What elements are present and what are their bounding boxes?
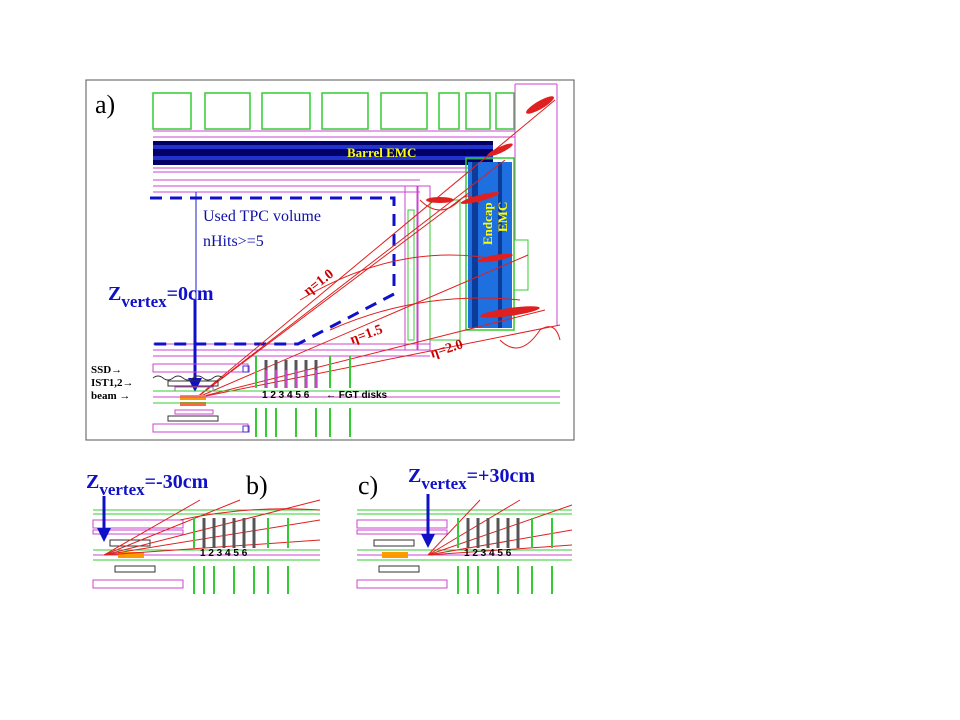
tracks-c xyxy=(427,499,573,556)
beam-pipe-a xyxy=(153,390,560,404)
zvertex-arrow-head-b xyxy=(97,528,111,542)
em-showers xyxy=(426,96,554,318)
fgt-numbers-c: 1 2 3 4 5 6 xyxy=(464,548,512,559)
fgt-numbers-b: 1 2 3 4 5 6 xyxy=(200,548,248,559)
zvertex-arrow-head-c xyxy=(421,534,435,548)
vertex-region-c xyxy=(382,552,408,558)
panel-a-label: a) xyxy=(95,90,115,119)
endcap-label-2: EMC xyxy=(495,202,510,232)
endcap-label-1: Endcap xyxy=(480,202,495,245)
zvertex-label-b: Zvertex=-30cm xyxy=(86,471,209,499)
fgt-disks-a xyxy=(255,356,351,437)
panel-c-lines xyxy=(357,509,572,561)
beam-label: beam → xyxy=(91,390,130,402)
fgt-disks-b xyxy=(193,518,289,594)
tracks-b xyxy=(103,499,321,556)
fgt-disks-label: ← FGT disks xyxy=(326,390,388,401)
panel-a: Barrel EMC Used TPC volume nHits>=5 xyxy=(85,79,575,441)
barrel-emc xyxy=(153,141,500,173)
zvertex-label-c: Zvertex=+30cm xyxy=(408,465,535,493)
ist-label: IST1,2→ xyxy=(91,377,134,389)
panel-c-label: c) xyxy=(358,471,378,500)
tpc-hits-label: nHits>=5 xyxy=(203,233,264,250)
vertex-region-b xyxy=(118,552,144,558)
tpc-volume-boundary xyxy=(150,196,396,346)
panel-b-label: b) xyxy=(246,471,268,500)
tpc-volume-label: Used TPC volume xyxy=(203,208,321,225)
ssd-label: SSD→ xyxy=(91,364,122,376)
barrel-emc-label: Barrel EMC xyxy=(347,145,416,160)
inner-detectors-c xyxy=(356,519,448,589)
panel-b: Zvertex=-30cm b) xyxy=(86,471,321,594)
fgt-disks-c xyxy=(457,518,553,594)
fgt-numbers-a: 1 2 3 4 5 6 xyxy=(262,390,310,401)
endcap-emc xyxy=(465,157,529,331)
top-detector-modules xyxy=(152,92,515,130)
magnet-lines xyxy=(153,83,558,325)
panel-c: c) Zvertex=+30cm xyxy=(356,465,573,594)
zvertex-label-a: Zvertex=0cm xyxy=(108,283,214,311)
